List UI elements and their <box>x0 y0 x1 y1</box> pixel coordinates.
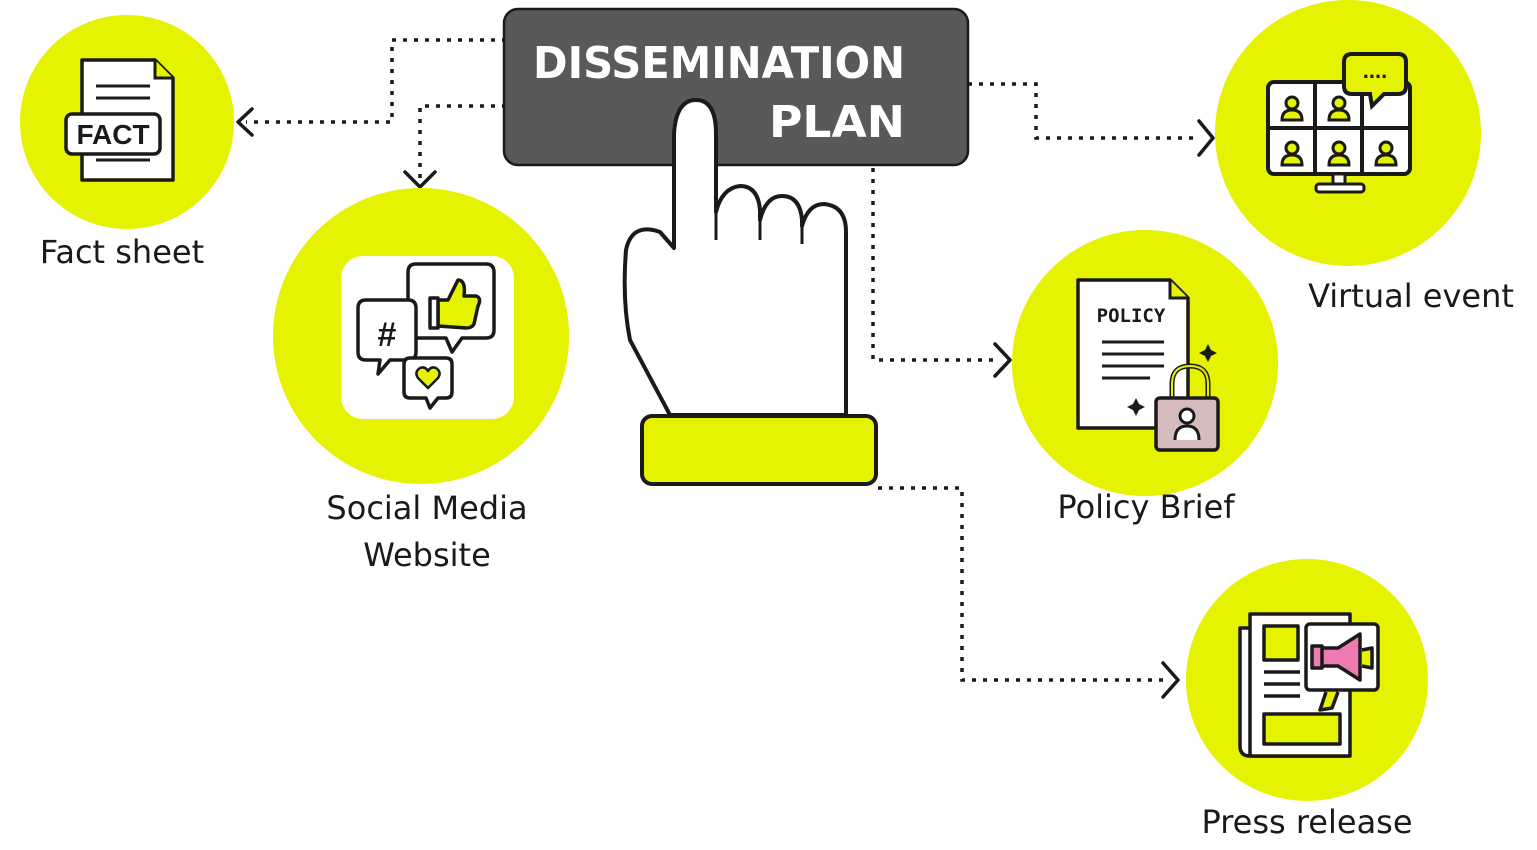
fact-sheet-label: Fact sheet <box>40 233 204 271</box>
press-release-label: Press release <box>1201 803 1412 841</box>
fact-sheet-icon: FACT <box>64 58 175 182</box>
video-conference-icon: .... <box>1266 52 1412 194</box>
pointing-hand-icon <box>622 98 878 486</box>
connector-arrowheads <box>236 107 1215 699</box>
arrowhead-press-release <box>1161 661 1180 699</box>
policy-document-icon: POLICY <box>1076 278 1220 452</box>
policy-icon-text: POLICY <box>1097 305 1166 327</box>
connector-policy-brief <box>871 168 1000 362</box>
title-box: DISSEMINATION PLAN <box>502 7 970 167</box>
arrowhead-virtual-event <box>1197 119 1215 157</box>
connectors <box>246 38 1200 682</box>
social-media-label-line-2: Website <box>363 536 491 574</box>
connector-social-media <box>418 104 506 182</box>
virtual-event-label: Virtual event <box>1308 277 1514 315</box>
hashtag-text: # <box>378 316 397 354</box>
node-fact-sheet: FACT <box>20 15 234 229</box>
node-virtual-event: .... Virtual event <box>1215 0 1514 315</box>
arrowhead-fact-sheet <box>236 107 254 137</box>
node-social-media: # Social Media Website <box>273 188 569 574</box>
title-line-2: PLAN <box>769 97 905 148</box>
connector-fact-sheet <box>246 38 506 124</box>
node-press-release: Press release <box>1186 559 1428 841</box>
connector-press-release <box>878 486 1168 682</box>
chat-dots: .... <box>1363 58 1387 83</box>
newspaper-megaphone-icon <box>1238 612 1380 758</box>
social-media-icon: # <box>356 262 496 410</box>
policy-brief-label: Policy Brief <box>1057 488 1235 526</box>
title-line-1: DISSEMINATION <box>533 38 905 89</box>
node-policy-brief: POLICY Policy Brief <box>1012 230 1278 526</box>
arrowhead-policy-brief <box>993 342 1012 378</box>
connector-virtual-event <box>968 82 1200 140</box>
social-media-label-line-1: Social Media <box>326 489 527 527</box>
arrowhead-social-media <box>403 170 437 189</box>
fact-icon-text: FACT <box>76 119 149 150</box>
hand-cuff <box>640 414 878 486</box>
